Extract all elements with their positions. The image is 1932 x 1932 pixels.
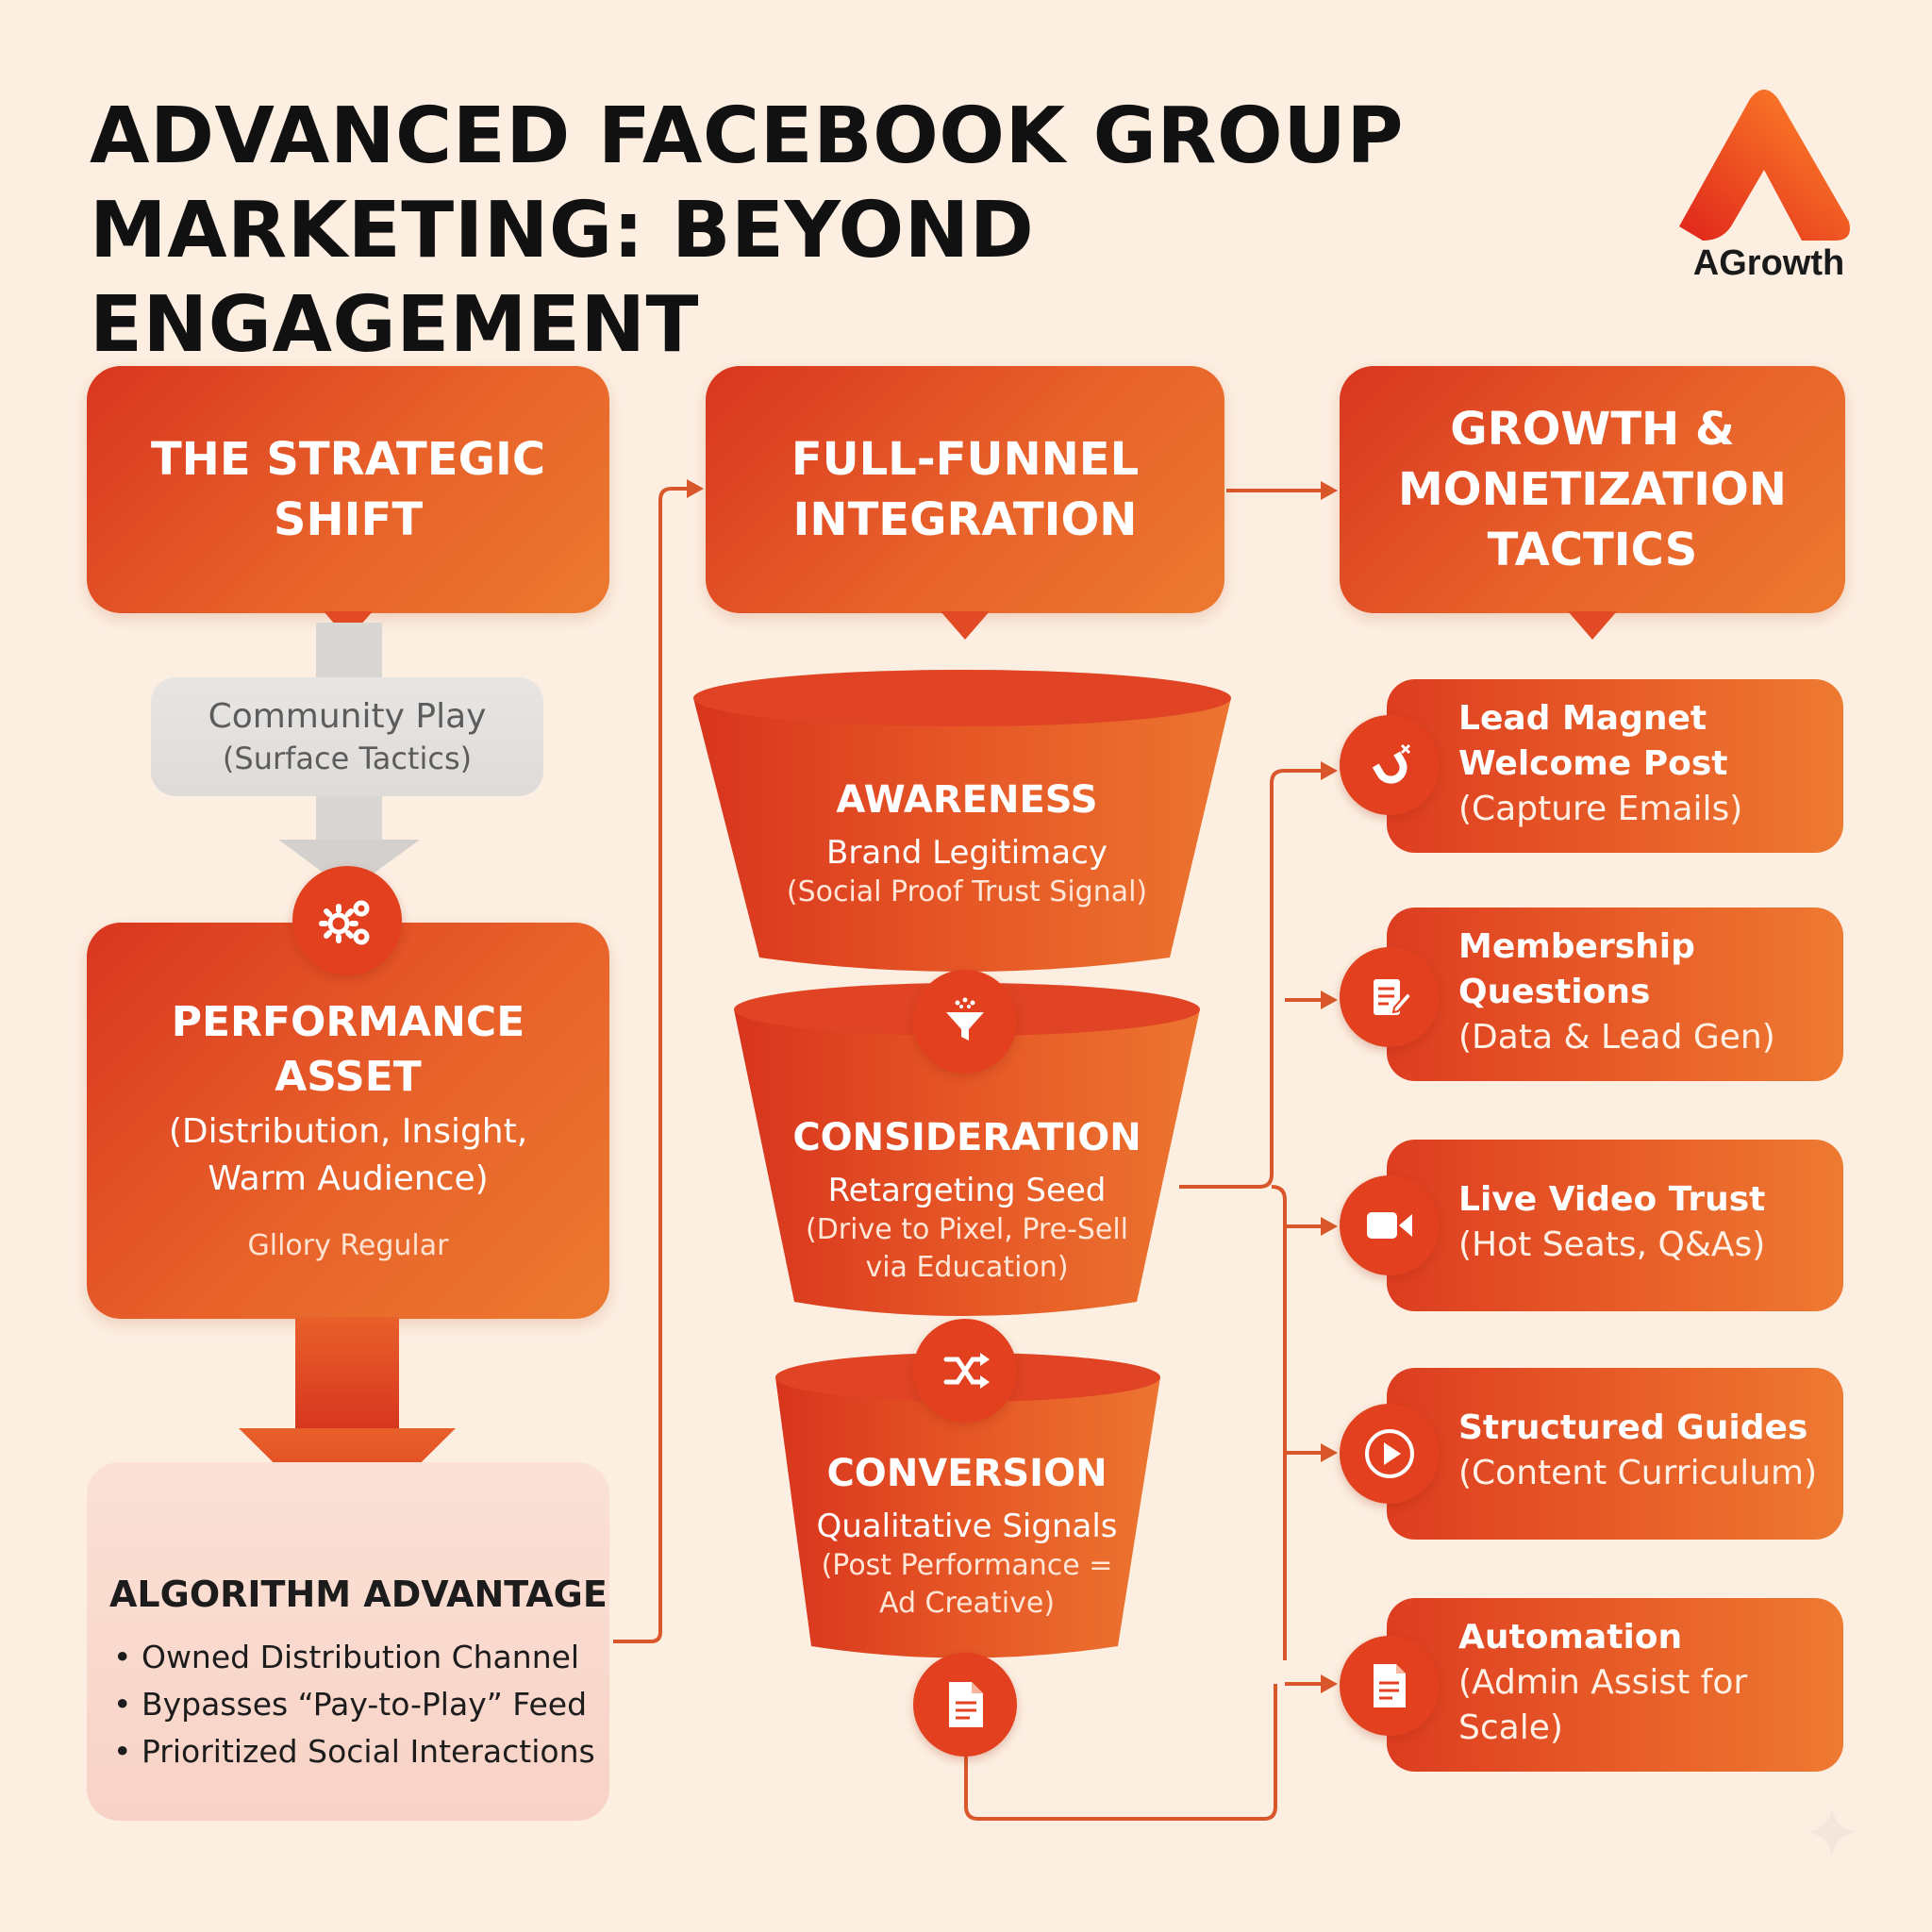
tactic-structured-guides: Structured Guides (Content Curriculum): [1387, 1368, 1843, 1540]
growth-line-2: MONETIZATION: [1398, 463, 1787, 516]
tactic-live-video: Live Video Trust (Hot Seats, Q&As): [1387, 1140, 1843, 1311]
stage-title: CONVERSION: [826, 1452, 1108, 1495]
stage-title: AWARENESS: [836, 778, 1098, 822]
tactic-sub: (Data & Lead Gen): [1458, 1018, 1775, 1057]
community-play-box: Community Play (Surface Tactics): [151, 677, 543, 796]
tactic-title: Welcome Post: [1458, 744, 1728, 783]
form-edit-icon: [1340, 947, 1440, 1047]
title-line-1: ADVANCED FACEBOOK GROUP: [90, 92, 1404, 181]
tactic-sub: (Capture Emails): [1458, 790, 1743, 828]
tactic-lead-magnet: Lead Magnet Welcome Post (Capture Emails…: [1387, 679, 1843, 853]
full-funnel-line-2: INTEGRATION: [792, 493, 1138, 546]
growth-line-3: TACTICS: [1487, 524, 1698, 576]
stage-detail: (Social Proof Trust Signal): [786, 875, 1148, 908]
shuffle-icon: [913, 1319, 1017, 1423]
title-line-2: MARKETING: BEYOND ENGAGEMENT: [90, 186, 1035, 370]
page-title: ADVANCED FACEBOOK GROUP MARKETING: BEYON…: [90, 90, 1646, 373]
performance-asset-box: PERFORMANCE ASSET (Distribution, Insight…: [87, 923, 609, 1319]
advantage-item: • Bypasses “Pay-to-Play” Feed: [113, 1686, 588, 1723]
tactic-title: Automation: [1458, 1618, 1683, 1657]
magnet-icon: [1340, 715, 1440, 815]
tactic-automation: Automation (Admin Assist for Scale): [1387, 1598, 1843, 1772]
agrowth-logo-icon: [1679, 90, 1850, 241]
performance-line-2: ASSET: [275, 1053, 422, 1101]
performance-footer: Gllory Regular: [247, 1229, 449, 1262]
funnel-stage-awareness: AWARENESS Brand Legitimacy (Social Proof…: [736, 775, 1198, 911]
strategic-shift-line-2: SHIFT: [273, 493, 424, 546]
video-camera-icon: [1340, 1175, 1440, 1275]
document-icon: [1340, 1636, 1440, 1736]
algorithm-advantage-box: ALGORITHM ADVANTAGE • Owned Distribution…: [87, 1462, 609, 1821]
tactic-sub: (Admin Assist for: [1458, 1663, 1748, 1702]
tactic-title: Lead Magnet: [1458, 699, 1707, 738]
funnel-graphic: [693, 670, 1231, 1658]
document-icon: [913, 1653, 1017, 1757]
stage-sub: Brand Legitimacy: [826, 834, 1108, 872]
logo-text: AGrowth: [1692, 243, 1845, 283]
performance-sub-1: (Distribution, Insight,: [168, 1112, 528, 1151]
gears-icon: [292, 866, 402, 975]
stage-detail: (Drive to Pixel, Pre-Sell: [805, 1213, 1129, 1246]
sparkle-icon: [1807, 1807, 1857, 1857]
strategic-shift-header: THE STRATEGIC SHIFT: [87, 366, 609, 613]
community-play-title: Community Play: [208, 697, 487, 736]
tactic-sub: Scale): [1458, 1708, 1563, 1747]
header-pointer: [941, 611, 990, 640]
tactic-sub: (Hot Seats, Q&As): [1458, 1225, 1766, 1264]
stage-sub: Qualitative Signals: [816, 1507, 1118, 1545]
algorithm-advantage-title: ALGORITHM ADVANTAGE: [109, 1574, 608, 1615]
funnel-stage-conversion: CONVERSION Qualitative Signals (Post Per…: [774, 1449, 1160, 1623]
play-icon: [1340, 1404, 1440, 1504]
stage-detail: via Education): [865, 1251, 1069, 1284]
growth-line-1: GROWTH &: [1450, 403, 1735, 456]
tactic-title: Structured Guides: [1458, 1408, 1808, 1447]
tactic-sub: (Content Curriculum): [1458, 1454, 1818, 1492]
stage-sub: Retargeting Seed: [827, 1172, 1107, 1209]
performance-sub-2: Warm Audience): [208, 1159, 489, 1198]
advantage-item: • Owned Distribution Channel: [113, 1639, 580, 1675]
strategic-shift-line-1: THE STRATEGIC: [150, 433, 546, 486]
full-funnel-line-1: FULL-FUNNEL: [791, 433, 1140, 486]
tactic-title: Live Video Trust: [1458, 1180, 1766, 1219]
tactic-title: Questions: [1458, 973, 1651, 1011]
tactic-membership-questions: Membership Questions (Data & Lead Gen): [1387, 908, 1843, 1081]
full-funnel-header: FULL-FUNNEL INTEGRATION: [706, 366, 1224, 613]
growth-monetization-header: GROWTH & MONETIZATION TACTICS: [1340, 366, 1845, 613]
header-pointer: [1568, 611, 1617, 640]
advantage-item: • Prioritized Social Interactions: [113, 1733, 595, 1770]
stage-detail: Ad Creative): [878, 1587, 1056, 1620]
stage-detail: (Post Performance =: [821, 1549, 1113, 1582]
community-play-sub: (Surface Tactics): [222, 741, 473, 776]
stage-title: CONSIDERATION: [792, 1116, 1141, 1159]
funnel-stage-consideration: CONSIDERATION Retargeting Seed (Drive to…: [750, 1113, 1184, 1287]
tactic-title: Membership: [1458, 927, 1695, 966]
filter-icon: [913, 970, 1017, 1074]
performance-line-1: PERFORMANCE: [171, 998, 525, 1046]
